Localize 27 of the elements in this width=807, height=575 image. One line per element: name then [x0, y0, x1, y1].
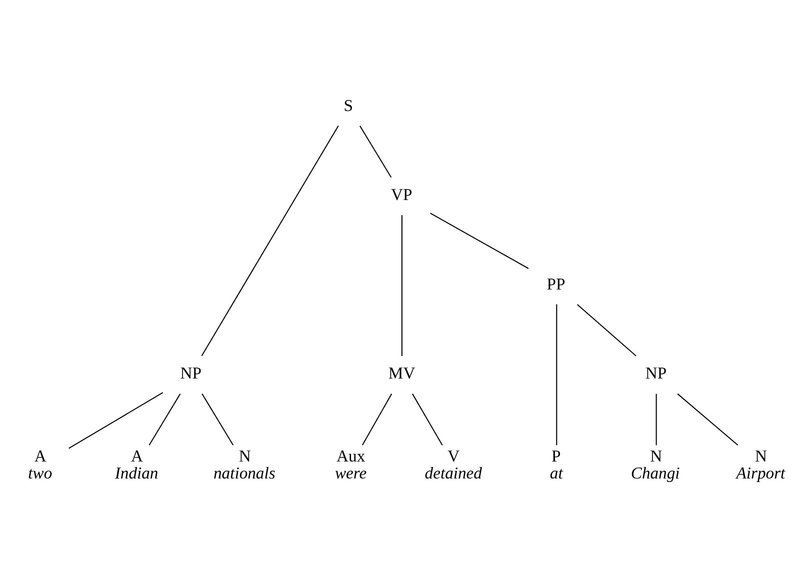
- connector: [202, 394, 234, 446]
- node-text: PP: [546, 274, 566, 294]
- connector: [576, 304, 636, 356]
- connector: [362, 394, 392, 446]
- node-text: MV: [388, 364, 416, 383]
- node-text: NP: [180, 364, 202, 383]
- node-text: P at: [550, 446, 563, 482]
- connector: [201, 125, 339, 356]
- node-text: A Indian: [114, 446, 158, 482]
- connector: [360, 126, 392, 178]
- connector: [556, 304, 558, 446]
- node-text: N Airport: [736, 446, 786, 482]
- node-text: VP: [391, 185, 412, 204]
- node-text: A two: [28, 446, 52, 482]
- connector: [148, 394, 181, 446]
- connector: [68, 392, 164, 449]
- connector: [677, 393, 738, 446]
- node-text: S: [344, 96, 354, 115]
- node-text: V detained: [424, 446, 482, 482]
- node-text: N nationals: [213, 446, 276, 482]
- connector: [401, 215, 402, 356]
- node-text: N Changi: [630, 446, 680, 482]
- connector: [656, 394, 657, 446]
- connector: [412, 394, 443, 446]
- node-text: NP: [645, 364, 667, 383]
- connector: [430, 212, 529, 269]
- node-text: Aux were: [334, 446, 367, 482]
